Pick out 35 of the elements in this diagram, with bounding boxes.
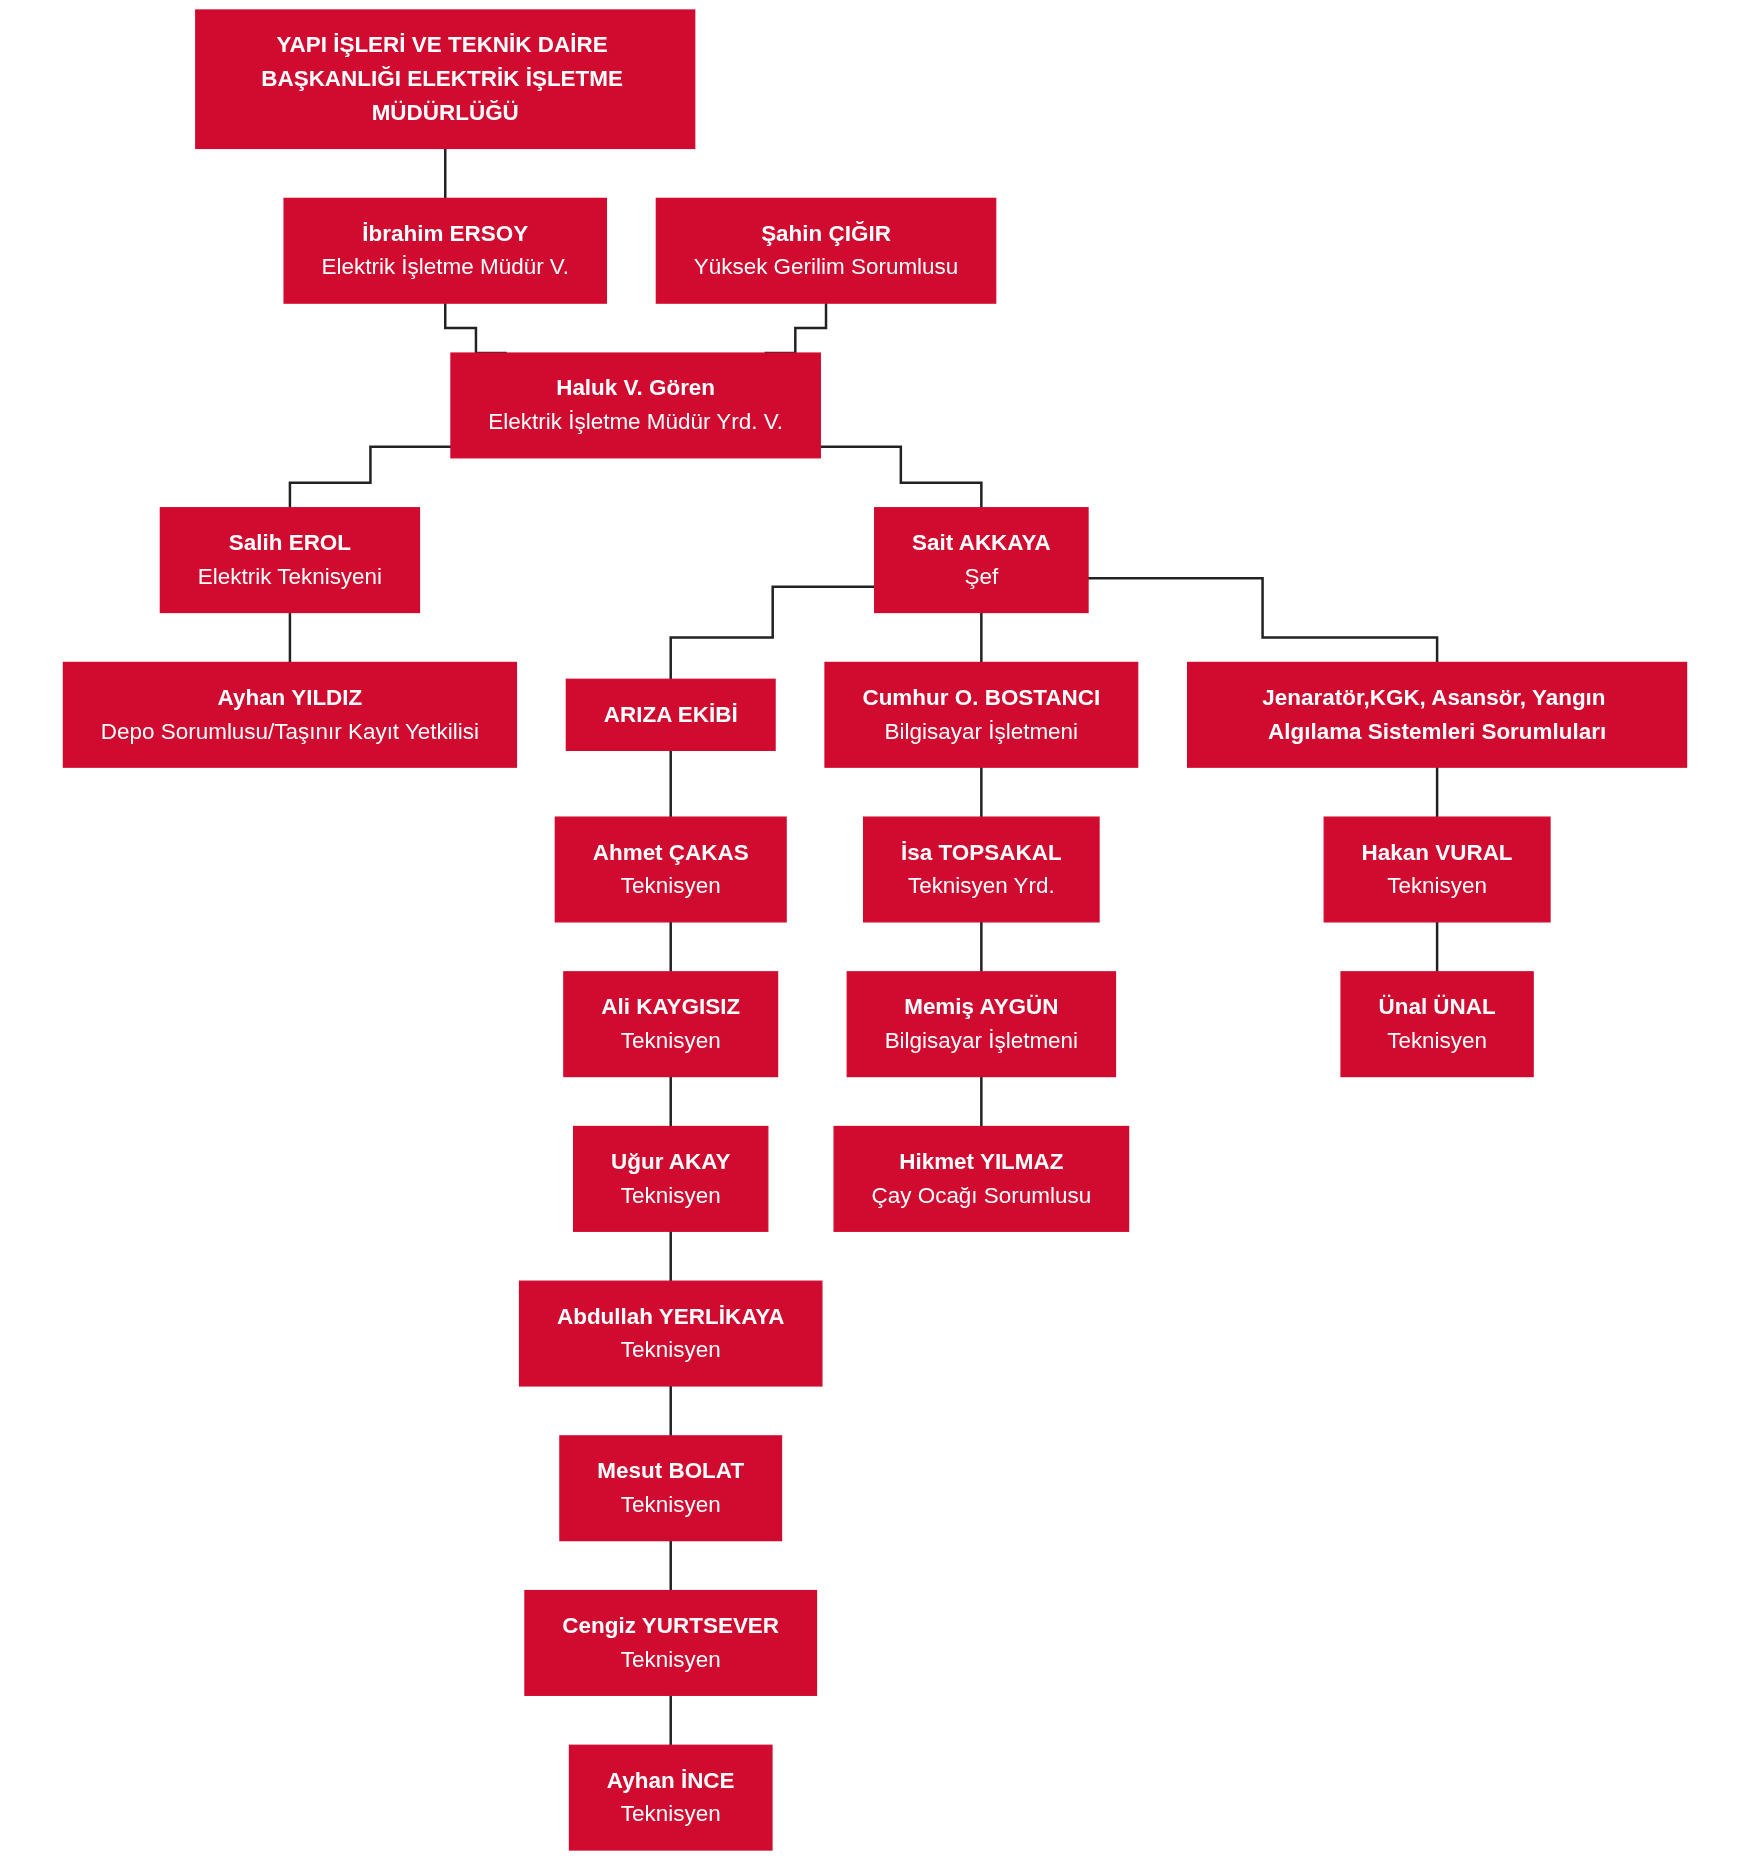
connector (669, 1230, 672, 1283)
node-box: Hikmet YILMAZ Çay Ocağı Sorumlusu (833, 1125, 1130, 1232)
node-box: Cumhur O. BOSTANCI Bilgisayar İşletmeni (824, 661, 1139, 768)
node-box: Ali KAYGISIZ Teknisyen (563, 971, 779, 1078)
node-box: İsa TOPSAKAL Teknisyen Yrd. (863, 816, 1100, 923)
node-box: Salih EROL Elektrik Teknisyeni (159, 507, 421, 614)
connector (1088, 577, 1439, 664)
node-box: YAPI İŞLERİ VE TEKNİK DAİRE BAŞKANLIĞI ELEKTRİK İŞLETME MÜDÜRLÜĞÜ (195, 9, 696, 150)
node-box: Ayhan YILDIZ Depo Sorumlusu/Taşınır Kayıt Yetkilisi (62, 661, 518, 768)
node-box: Cengiz YURTSEVER Teknisyen (524, 1589, 818, 1696)
node-box: Jenaratör,KGK, Asansör, Yangın Algılama Sistemleri Sorumluları (1186, 661, 1688, 768)
connector (980, 1075, 983, 1128)
node-box: Uğur AKAY Teknisyen (573, 1125, 769, 1232)
connector (288, 445, 451, 509)
node-box: Ayhan İNCE Teknisyen (568, 1744, 773, 1851)
connector (444, 147, 447, 200)
connector (980, 611, 983, 664)
connector (820, 445, 983, 509)
node-box: Abdullah YERLİKAYA Teknisyen (518, 1280, 823, 1387)
node-box: Ünal ÜNAL Teknisyen (1340, 971, 1534, 1078)
node-box: Mesut BOLAT Teknisyen (559, 1435, 783, 1542)
node-box: ARIZA EKİBİ (565, 678, 776, 751)
node-box: Şahin ÇIĞIR Yüksek Gerilim Sorumlusu (655, 197, 997, 304)
node-box: İbrahim ERSOY Elektrik İşletme Müdür V. (283, 197, 608, 304)
connector (669, 1539, 672, 1592)
node-box: Sait AKKAYA Şef (874, 507, 1089, 614)
connector (288, 611, 292, 664)
connector (669, 585, 875, 681)
node-box: Haluk V. Gören Elektrik İşletme Müdür Yrd. V. (450, 352, 821, 459)
node-box: Hakan VURAL Teknisyen (1323, 816, 1551, 923)
node-box: Ahmet ÇAKAS Teknisyen (554, 816, 787, 923)
node-box: Memiş AYGÜN Bilgisayar İşletmeni (846, 971, 1117, 1078)
connector (669, 749, 672, 819)
connector (669, 1694, 672, 1747)
connector (669, 1075, 672, 1128)
